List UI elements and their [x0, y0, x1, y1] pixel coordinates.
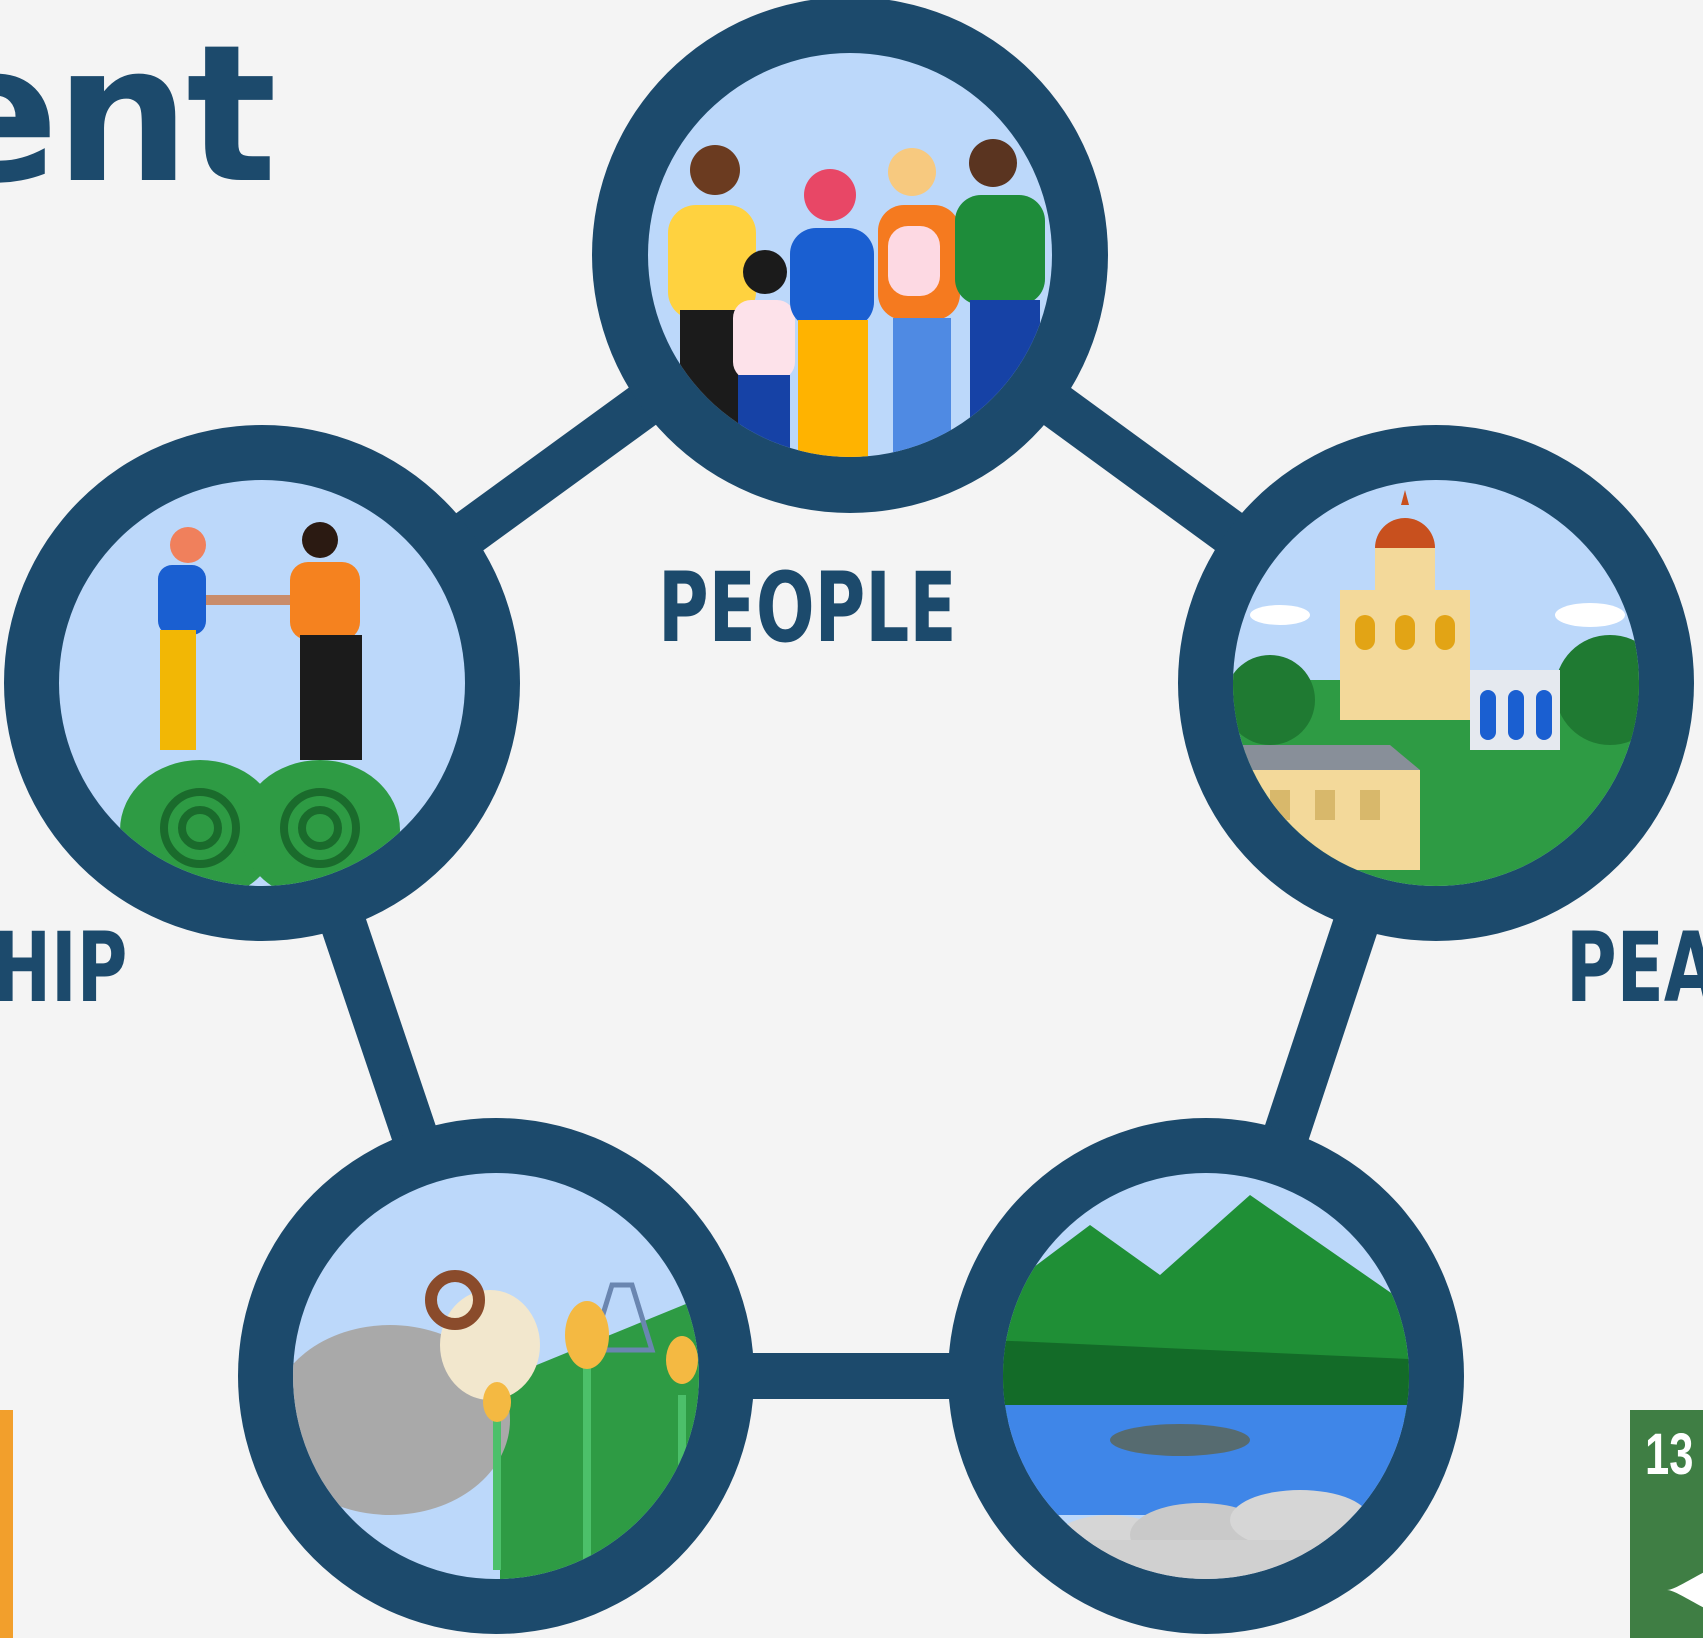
title-fragment: ent: [0, 4, 277, 225]
node-planet: [948, 1118, 1464, 1634]
sdg-tile-orange: [0, 1410, 13, 1638]
node-prosperity: [238, 1118, 754, 1634]
label-people: PEOPLE: [658, 552, 957, 664]
label-peace-fragment: PEA: [1566, 912, 1703, 1024]
node-people: [592, 0, 1108, 513]
label-partnership-fragment: HIP: [0, 912, 127, 1024]
node-partnership: [4, 425, 520, 941]
sdg-number: 13: [1645, 1422, 1694, 1487]
planet-nature-illustration: [1003, 1173, 1409, 1579]
sdg-tile-13: 13: [1630, 1410, 1703, 1638]
partnership-handshake-illustration: [59, 480, 465, 886]
eye-icon: [1667, 1572, 1703, 1608]
node-peace: [1178, 425, 1694, 941]
peace-building-illustration: [1233, 480, 1639, 886]
